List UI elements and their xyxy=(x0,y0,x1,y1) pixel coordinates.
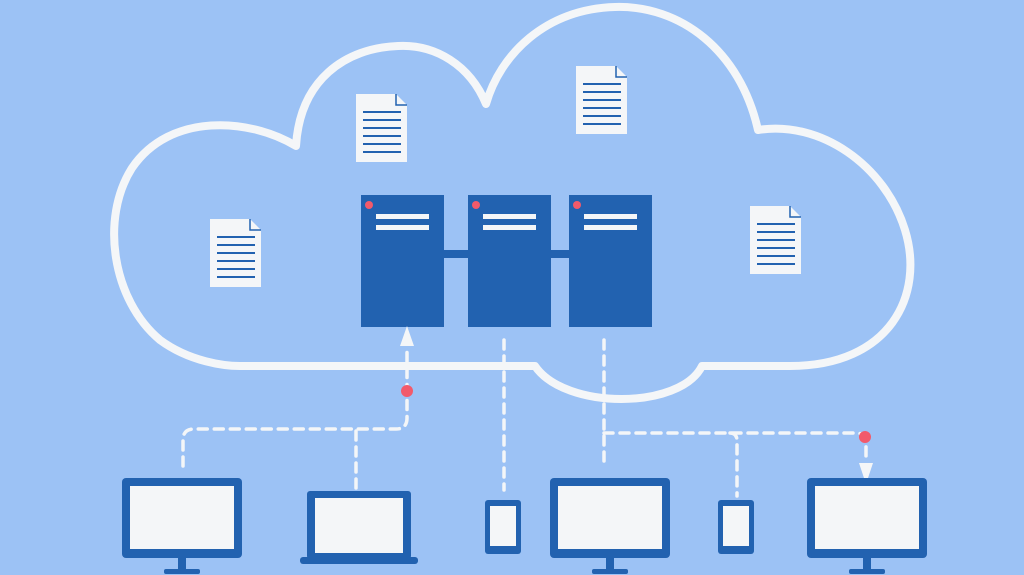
server-connector xyxy=(444,250,468,258)
phone-branch-line xyxy=(728,431,739,498)
server-led xyxy=(573,201,581,209)
down-arrowhead-icon xyxy=(859,463,873,484)
document-icon xyxy=(750,206,801,274)
document-icon xyxy=(576,66,627,134)
desktop-monitor-icon xyxy=(122,478,242,574)
server-led xyxy=(472,201,480,209)
red-dot-icon xyxy=(401,385,413,397)
laptop-icon xyxy=(300,491,418,564)
server-connector xyxy=(551,250,569,258)
up-arrowhead-icon xyxy=(400,326,414,346)
cloud-outline-icon xyxy=(110,2,915,403)
red-dot-icon xyxy=(859,431,871,443)
server-rack-icon xyxy=(569,195,652,327)
smartphone-icon xyxy=(485,500,521,554)
server-rack-icon xyxy=(468,195,551,327)
desktop-monitor-icon xyxy=(550,478,670,574)
document-icon xyxy=(210,219,261,287)
smartphone-icon xyxy=(718,500,754,554)
document-icon xyxy=(356,94,407,162)
server-rack-icon xyxy=(361,195,444,327)
upload-connection-line xyxy=(181,344,409,468)
desktop-monitor-icon xyxy=(807,478,927,574)
server-led xyxy=(365,201,373,209)
